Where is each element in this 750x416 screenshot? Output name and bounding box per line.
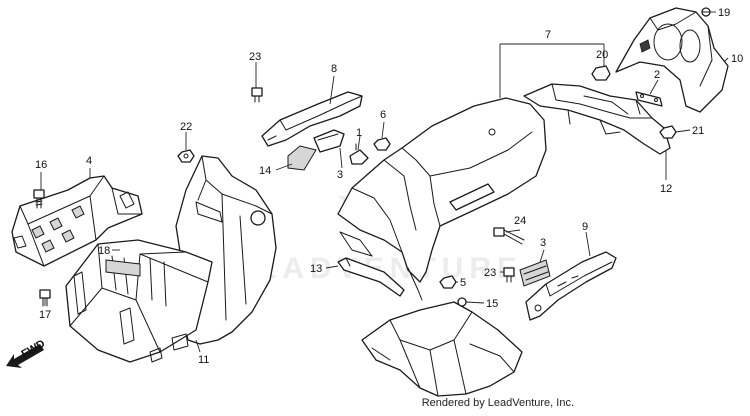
part-nut-21[interactable] <box>177 149 195 163</box>
callout-20: 21 <box>692 125 704 137</box>
callout-19: 20 <box>596 49 608 61</box>
part-bracket-2[interactable] <box>635 91 663 107</box>
part-screw-17[interactable] <box>701 7 711 17</box>
part-bolt-23-lower[interactable] <box>503 267 515 283</box>
part-side-strip-8[interactable] <box>525 251 617 321</box>
callout-8: 9 <box>582 221 588 233</box>
callout-1: 1 <box>356 127 362 139</box>
callout-12: 13 <box>310 263 322 275</box>
part-clip-1[interactable] <box>349 143 369 165</box>
part-reflector-3-left[interactable] <box>313 129 345 153</box>
part-bolt-24[interactable] <box>493 227 525 245</box>
callout-21: 22 <box>180 121 192 133</box>
callout-labels: 23 22 16 4 18 17 11 8 14 3 1 6 7 20 2 10… <box>35 7 743 366</box>
callout-2: 2 <box>654 69 660 81</box>
part-nut-5[interactable] <box>373 137 391 151</box>
part-taillight-cover[interactable] <box>615 7 729 113</box>
callout-23-lower: 23 <box>484 267 496 279</box>
part-bolt-16[interactable] <box>39 289 51 307</box>
callout-10: 12 <box>660 183 672 195</box>
fwd-label: FWD <box>20 338 48 361</box>
part-nut-20[interactable] <box>659 125 677 139</box>
callout-5: 6 <box>380 109 386 121</box>
part-bolt-23-top[interactable] <box>251 87 263 103</box>
callout-13: 15 <box>486 298 498 310</box>
leader-lines <box>40 11 729 353</box>
callout-23-top: 23 <box>249 51 261 63</box>
part-bracket-12[interactable] <box>337 257 405 297</box>
callout-22: 5 <box>460 277 466 289</box>
callout-3-left: 3 <box>337 169 343 181</box>
part-reflector-3-right[interactable] <box>519 259 551 287</box>
callout-16: 17 <box>39 309 51 321</box>
callout-7: 8 <box>331 63 337 75</box>
callout-24: 24 <box>514 215 526 227</box>
part-splash-guard[interactable] <box>361 297 523 397</box>
part-side-strip-7[interactable] <box>261 91 363 147</box>
part-plate-14[interactable] <box>287 145 317 171</box>
part-nut-22[interactable] <box>439 275 457 289</box>
part-rear-bracket[interactable] <box>523 83 671 155</box>
callout-9: 10 <box>731 53 743 65</box>
part-battery-tray[interactable] <box>65 239 213 363</box>
callout-18: 18 <box>98 245 110 257</box>
callout-4: 4 <box>86 155 92 167</box>
part-rear-fender[interactable] <box>337 97 547 301</box>
callout-11: 11 <box>198 354 209 366</box>
callout-14: 14 <box>259 165 271 177</box>
fwd-arrow-icon: FWD <box>6 338 47 368</box>
callout-6: 7 <box>545 29 551 41</box>
part-battery-holder[interactable] <box>11 175 143 267</box>
part-nut-19[interactable] <box>591 65 611 81</box>
callout-15: 16 <box>35 159 47 171</box>
credit-text: Rendered by LeadVenture, Inc. <box>421 397 574 409</box>
callout-17: 19 <box>718 7 730 19</box>
callout-3-right: 3 <box>540 237 546 249</box>
